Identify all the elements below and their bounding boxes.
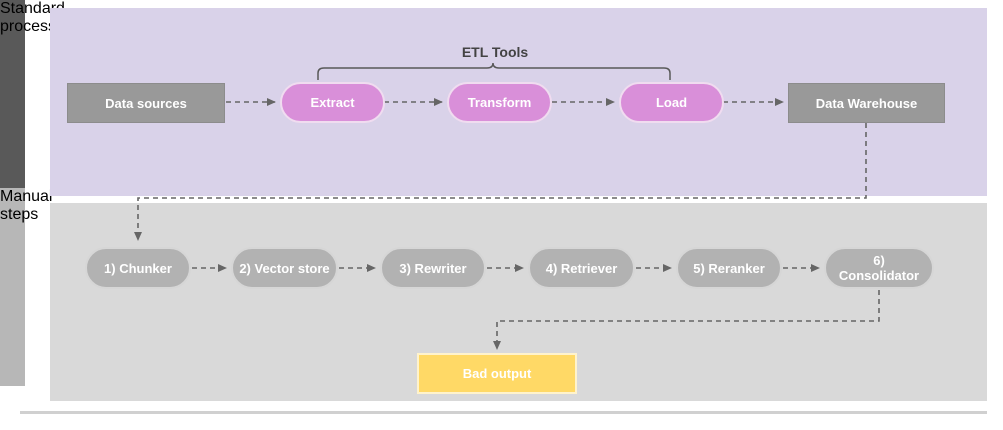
node-data-sources[interactable]: Data sources [67, 83, 225, 123]
bottom-divider [20, 411, 987, 414]
node-extract[interactable]: Extract [280, 82, 385, 123]
node-chunker[interactable]: 1) Chunker [85, 247, 191, 289]
node-reranker[interactable]: 5) Reranker [676, 247, 782, 289]
node-bad-output[interactable]: Bad output [417, 353, 577, 394]
node-load[interactable]: Load [619, 82, 724, 123]
node-vector-store[interactable]: 2) Vector store [231, 247, 338, 289]
node-rewriter[interactable]: 3) Rewriter [380, 247, 486, 289]
lane-label-standard-process: Standard process [0, 0, 65, 188]
etl-tools-label: ETL Tools [461, 44, 529, 60]
node-consolidator[interactable]: 6) Consolidator [824, 247, 934, 289]
node-transform[interactable]: Transform [447, 82, 552, 123]
lane-label-manual-steps: Manual steps [0, 188, 52, 386]
node-retriever[interactable]: 4) Retriever [528, 247, 635, 289]
node-data-warehouse[interactable]: Data Warehouse [788, 83, 945, 123]
